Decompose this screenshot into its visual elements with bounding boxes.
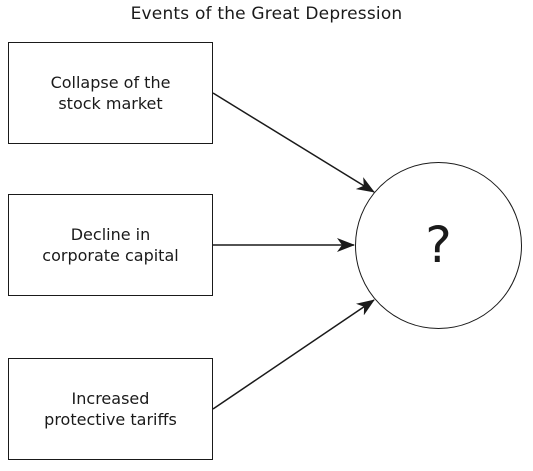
cause-label-line: stock market bbox=[58, 94, 163, 113]
cause-box-stock-market-collapse: Collapse of the stock market bbox=[8, 42, 213, 144]
cause-box-protective-tariffs: Increased protective tariffs bbox=[8, 358, 213, 460]
result-question-mark: ? bbox=[425, 215, 452, 274]
result-circle: ? bbox=[355, 162, 522, 329]
cause-label-line: Collapse of the bbox=[50, 73, 171, 92]
cause-label-line: Increased bbox=[71, 389, 150, 408]
diagram-title: Events of the Great Depression bbox=[130, 4, 403, 24]
cause-label-line: protective tariffs bbox=[44, 410, 177, 429]
arrow-3 bbox=[212, 299, 375, 410]
cause-label-line: Decline in bbox=[70, 225, 151, 244]
cause-label-line: corporate capital bbox=[42, 246, 179, 265]
cause-box-corporate-capital-decline: Decline in corporate capital bbox=[8, 194, 213, 296]
arrow-1 bbox=[212, 92, 375, 193]
